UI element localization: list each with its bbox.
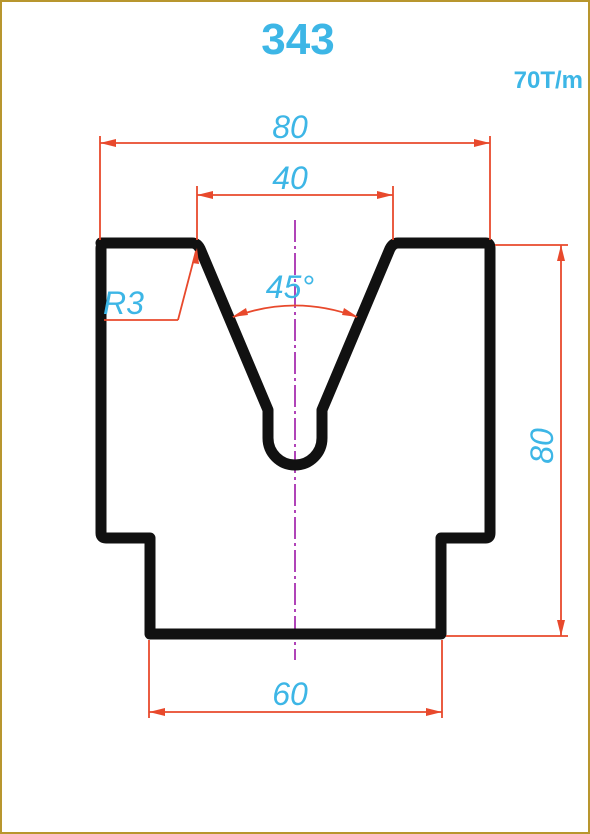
overall-width-label: 80 bbox=[272, 109, 308, 145]
v-opening-label: 40 bbox=[272, 160, 308, 196]
height-label: 80 bbox=[524, 428, 560, 464]
dimension-radius: R3 bbox=[103, 248, 199, 321]
dimension-height: 80 bbox=[446, 244, 568, 637]
angle-label: 45° bbox=[266, 269, 315, 305]
dimension-overall-width: 80 bbox=[99, 109, 491, 240]
die-code: 343 bbox=[261, 15, 334, 64]
dimension-base-width: 60 bbox=[148, 640, 443, 718]
die-profile bbox=[95, 237, 496, 640]
dimension-angle: 45° bbox=[232, 269, 358, 318]
dimension-v-opening: 40 bbox=[196, 160, 394, 240]
die-capacity: 70T/m bbox=[514, 67, 583, 94]
base-width-label: 60 bbox=[272, 676, 308, 712]
radius-label: R3 bbox=[103, 285, 144, 321]
